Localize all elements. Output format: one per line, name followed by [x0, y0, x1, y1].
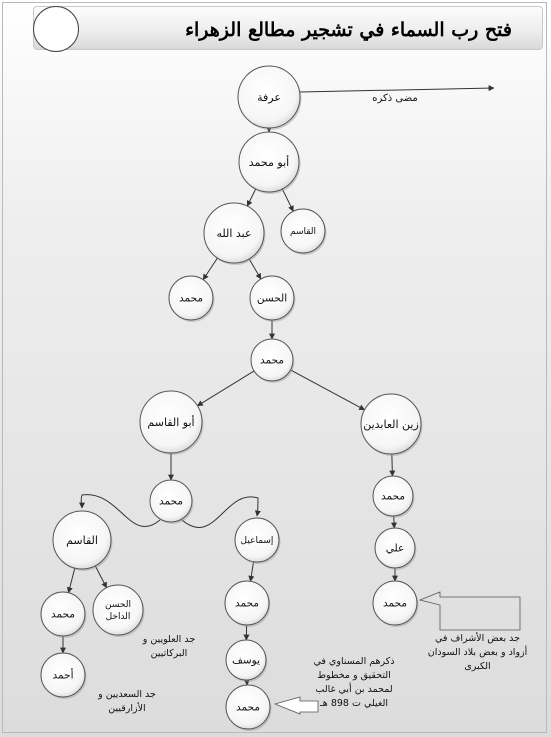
note-callouts: [273, 591, 521, 715]
node-muhammad_1: محمد: [168, 275, 215, 322]
node-circle: [238, 131, 300, 193]
node-muhammad_3: محمد: [149, 479, 194, 524]
edge-alqasim_2-hasan_dakhil: [94, 565, 108, 589]
node-circle: [225, 684, 271, 730]
node-circle: [372, 580, 418, 626]
edge-zain-muhammad_zain: [389, 453, 396, 477]
node-zain: زين العابدين: [360, 393, 423, 456]
node-yusuf: يوسف: [225, 639, 268, 682]
node-label: يوسف: [232, 655, 260, 667]
node-label: محمد: [383, 598, 407, 610]
callout-ashraf: [418, 591, 521, 631]
node-ahmad: أحمد: [40, 652, 87, 699]
node-label: القاسم: [290, 227, 316, 237]
node-ismail: إسماعيل: [234, 517, 281, 564]
note-saadiyin: جد السعديين و الأزارقيين: [98, 689, 156, 714]
node-muhammad_i: محمد: [224, 580, 271, 627]
node-muhammad_ali: محمد: [372, 580, 419, 627]
node-label: عبد الله: [216, 227, 251, 240]
tree-nodes: عرفة أبو محمد عبد الله القاسم الحسن محمد محمد أ…: [40, 65, 423, 731]
node-circle: [360, 393, 422, 455]
edge-muhammad_3-alqasim_2: [78, 494, 161, 527]
node-circle: [52, 510, 112, 570]
node-abdullah: عبد الله: [203, 202, 266, 265]
node-label: عرفة: [257, 91, 281, 104]
edge-alqasim_2-muhammad_q: [66, 567, 76, 594]
edge-abdullah-muhammad_1: [202, 257, 218, 281]
node-label: أبو محمد: [249, 155, 289, 169]
edge-muhammad_2-abu_alqasim: [196, 370, 255, 407]
node-circle: [225, 639, 267, 681]
note-madi: مضى ذكره: [372, 93, 418, 104]
node-circle: [249, 275, 295, 321]
node-label: علي: [386, 543, 405, 555]
node-circle: [40, 591, 86, 637]
node-label: محمد: [236, 702, 260, 714]
node-circle: [280, 208, 326, 254]
edge-muhammad_3-ismail: [181, 496, 261, 528]
node-label: محمد: [159, 496, 183, 508]
node-abu_alqasim: أبو القاسم: [139, 390, 204, 455]
edge-muhammad_2-zain: [290, 369, 366, 411]
tree-edges: [60, 85, 495, 686]
node-label: القاسم: [66, 534, 98, 547]
node-label: زين العابدين: [363, 418, 419, 431]
node-label: الداخل: [106, 612, 131, 622]
node-muhammad_zain: محمد: [372, 475, 415, 518]
node-label: محمد: [260, 355, 284, 367]
node-circle: [372, 475, 414, 517]
node-circle: [40, 652, 86, 698]
edge-ismail-muhammad_i: [248, 561, 255, 582]
edge-abu_muhammad-abdullah: [246, 188, 257, 207]
node-alqasim_2: القاسم: [52, 510, 113, 571]
node-abu_muhammad: أبو محمد: [238, 131, 301, 194]
node-label: الحسن: [105, 600, 131, 610]
node-hasan_dakhil: الحسن الداخل: [92, 584, 145, 637]
node-circle: [374, 527, 416, 569]
node-muhammad_q: محمد: [40, 591, 87, 638]
node-alqasim_1: القاسم: [280, 208, 327, 255]
page-title: فتح رب السماء في تشجير مطالع الزهراء: [185, 19, 512, 41]
edge-abdullah-alhasan: [248, 258, 262, 280]
node-label: محمد: [381, 491, 405, 503]
node-label: محمد: [51, 609, 75, 621]
node-label: الحسن: [257, 293, 287, 305]
node-circle: [224, 580, 270, 626]
title-circle-ornament: [33, 6, 79, 52]
node-muhammad_y: محمد: [225, 684, 272, 731]
edge-abu_muhammad-alqasim_1: [281, 188, 294, 212]
note-manuscript: ذكرهم المسناوي في التحقيق و مخطوط لمحمد …: [313, 656, 395, 709]
node-circle: [237, 65, 301, 129]
node-label: إسماعيل: [241, 536, 274, 546]
node-label: محمد: [235, 598, 259, 610]
node-label: أبو القاسم: [147, 415, 194, 429]
node-circle: [92, 584, 144, 636]
node-circle: [234, 517, 280, 563]
node-ali: علي: [374, 527, 417, 570]
node-alhasan: الحسن: [249, 275, 296, 322]
node-circle: [250, 338, 294, 382]
note-ashraf: جد بعض الأشراف في أزواد و بعض بلاد السود…: [427, 633, 528, 672]
node-label: أحمد: [53, 668, 74, 682]
title-bar: فتح رب السماء في تشجير مطالع الزهراء: [33, 6, 543, 50]
arrow-arafa-right: [299, 85, 495, 93]
node-circle: [203, 202, 265, 264]
node-muhammad_2: محمد: [250, 338, 295, 383]
callout-manuscript: [273, 696, 319, 715]
note-alawiyin: جد العلويين و البركاتيين: [142, 634, 196, 659]
node-circle: [168, 275, 214, 321]
node-label: محمد: [179, 293, 203, 305]
node-circle: [149, 479, 193, 523]
node-arafa: عرفة: [237, 65, 302, 130]
node-circle: [139, 390, 203, 454]
